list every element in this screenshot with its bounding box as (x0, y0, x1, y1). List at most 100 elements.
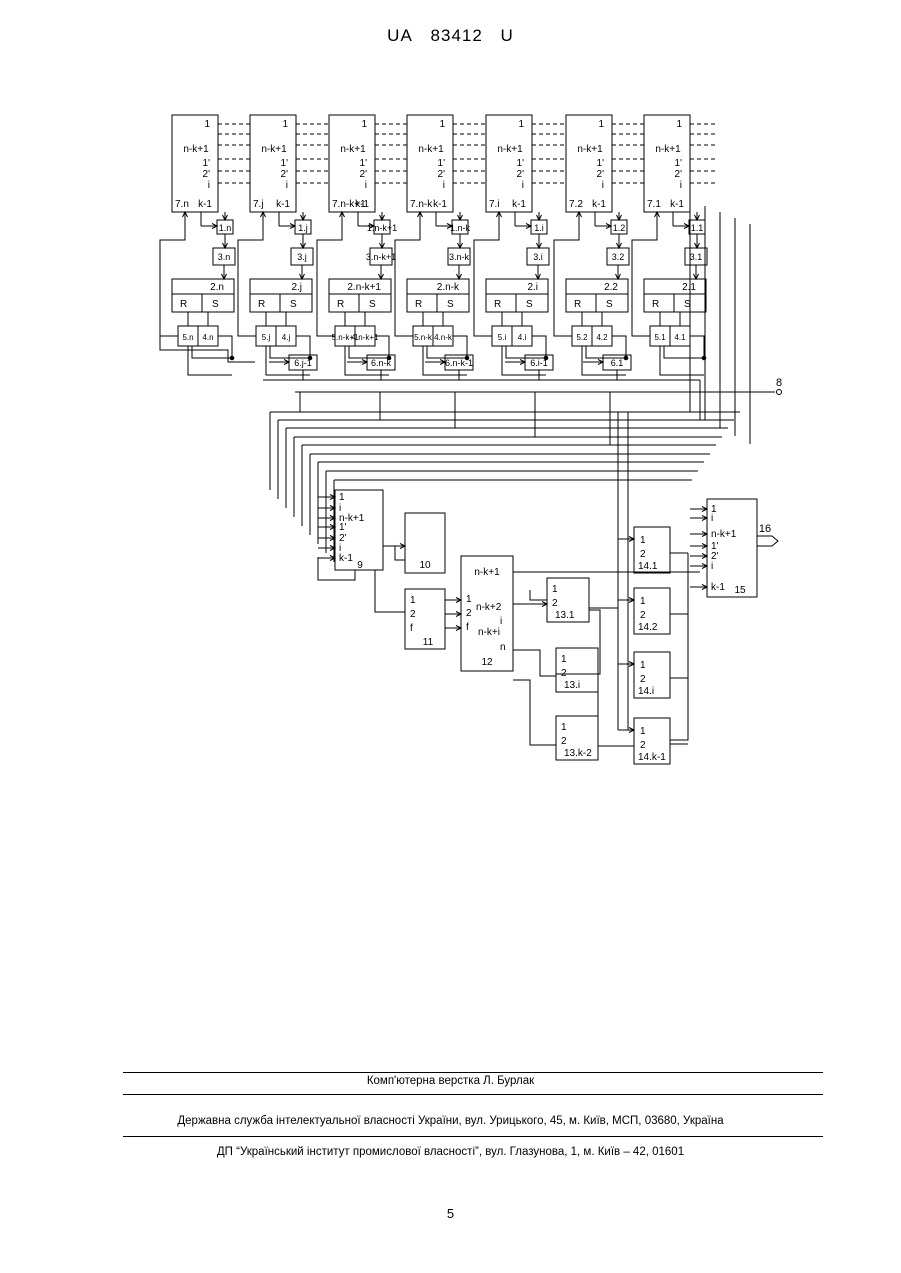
register-label: 7.j (253, 199, 264, 210)
feedback-wire (317, 212, 342, 336)
trigger-input-R: R (415, 299, 422, 310)
register-block (644, 115, 690, 212)
wire (530, 590, 547, 600)
block-3-label: 3.2 (612, 252, 625, 262)
block-14-label: 14.1 (638, 561, 658, 572)
block-11-input-label: 2 (410, 609, 416, 620)
register-input-label: i (443, 180, 445, 191)
block-4-label: 4.n (202, 333, 213, 342)
register-k-label: k-1 (276, 199, 290, 210)
feedback-wire (554, 212, 579, 336)
trigger-label: 2.n (210, 282, 224, 293)
block-3-label: 3.1 (690, 252, 703, 262)
junction-dot (230, 356, 234, 360)
block-12-row: n-k+i (478, 627, 500, 638)
block-3-label: 3.n-k (449, 252, 470, 262)
register-label: 7.n-k (410, 199, 433, 210)
block-14-label: 14.2 (638, 622, 658, 633)
footer-agency: Державна служба інтелектуальної власност… (0, 1115, 901, 1127)
footer-rule-middle (123, 1094, 823, 1095)
block-12-row: n-k+2 (476, 602, 502, 613)
block-11-label: 11 (423, 637, 434, 648)
register-input-label: 2' (203, 169, 211, 180)
block-4-label: 4.i (518, 333, 527, 342)
register-input-label: n-k+1 (497, 144, 523, 155)
register-input-label: 1 (361, 119, 367, 130)
register-input-label: 1' (597, 158, 605, 169)
block-11-input-label: 1 (410, 595, 416, 606)
register-input-label: 2' (675, 169, 683, 180)
block-1-label: 1.2 (613, 223, 626, 233)
register-label: 7.2 (569, 199, 583, 210)
block-13-input-label: 2 (552, 598, 558, 609)
block-13-input-label: 2 (561, 736, 567, 747)
terminal-8 (777, 390, 782, 395)
output-16-label: 16 (759, 523, 771, 535)
register-input-label: i (680, 180, 682, 191)
block-4-label: 4.j (282, 333, 291, 342)
block-12-row: f (466, 622, 469, 633)
register-input-label: 1' (360, 158, 368, 169)
block-12-row: 1 (466, 594, 472, 605)
block-6-label: 6.1 (611, 358, 624, 368)
register-input-label: 1 (439, 119, 445, 130)
block-3-label: 3.n (218, 252, 231, 262)
trigger-input-S: S (606, 299, 613, 310)
register-input-label: 1 (598, 119, 604, 130)
register-k-label: k-1 (355, 199, 369, 210)
block-12-row: 2 (466, 608, 472, 619)
register-input-label: 1' (203, 158, 211, 169)
block-6-label: 6.j-1 (294, 358, 312, 368)
register-block (486, 115, 532, 212)
register-input-label: 1' (517, 158, 525, 169)
block-4-label: 4.n-k+1 (352, 333, 379, 342)
footer-typesetting: Комп'ютерна верстка Л. Бурлак (0, 1075, 901, 1087)
control-wire (660, 346, 704, 375)
register-input-label: 1' (281, 158, 289, 169)
block-14-input-label: 2 (640, 674, 646, 685)
block-14-input-label: 1 (640, 596, 646, 607)
register-block (566, 115, 612, 212)
block-14-input-label: 2 (640, 610, 646, 621)
register-input-label: 1' (675, 158, 683, 169)
wire (513, 650, 556, 676)
block-15-label: 15 (734, 585, 746, 596)
register-k-label: k-1 (433, 199, 447, 210)
wire (670, 553, 688, 740)
register-label: 7.i (489, 199, 500, 210)
trigger-label: 2.i (527, 282, 538, 293)
block-14-input-label: 1 (640, 535, 646, 546)
block-13-label: 13.i (564, 680, 580, 691)
trigger-input-R: R (652, 299, 659, 310)
trigger-input-R: R (180, 299, 187, 310)
block-5-label: 5.2 (576, 333, 588, 342)
register-block (329, 115, 375, 212)
register-input-label: 1 (676, 119, 682, 130)
register-input-label: n-k+1 (655, 144, 681, 155)
trigger-label: 2.n-k (437, 282, 460, 293)
block-13-input-label: 1 (552, 584, 558, 595)
block-1-label: 1.i (534, 223, 544, 233)
trigger-input-S: S (212, 299, 219, 310)
register-input-label: 1 (518, 119, 524, 130)
register-input-label: n-k+1 (418, 144, 444, 155)
register-input-label: 2' (517, 169, 525, 180)
register-label: 7.1 (647, 199, 661, 210)
feedback-wire (632, 212, 657, 336)
register-block (407, 115, 453, 212)
register-label: 7.n (175, 199, 189, 210)
block-14-label: 14.i (638, 686, 654, 697)
register-input-label: 2' (438, 169, 446, 180)
block-4-label: 4.2 (596, 333, 608, 342)
register-input-label: n-k+1 (340, 144, 366, 155)
register-input-label: n-k+1 (261, 144, 287, 155)
block-14-input-label: 2 (640, 549, 646, 560)
block-15-input-label: i (711, 513, 713, 524)
block-11-input-label: f (410, 623, 413, 634)
trigger-input-R: R (574, 299, 581, 310)
register-input-label: i (522, 180, 524, 191)
block-5-label: 5.n-k (414, 333, 433, 342)
block-12-row: n-k+1 (474, 567, 500, 578)
block-12-label: 12 (481, 657, 493, 668)
trigger-label: 2.1 (682, 282, 696, 293)
